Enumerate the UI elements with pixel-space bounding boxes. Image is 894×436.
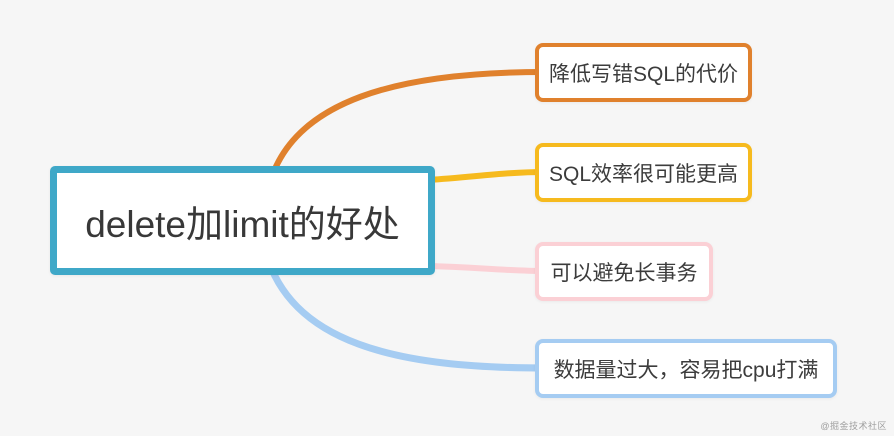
branch-node-label: 降低写错SQL的代价: [548, 62, 739, 86]
branch-node-avoid-long-transaction[interactable]: 可以避免长事务: [535, 242, 713, 301]
connector-branch-1: [263, 69, 548, 203]
branch-node-label: 可以避免长事务: [550, 261, 698, 285]
branch-node-label: SQL效率很可能更高: [548, 162, 739, 186]
connector-branch-3: [425, 263, 548, 274]
branch-node-sql-efficiency[interactable]: SQL效率很可能更高: [535, 143, 752, 202]
root-node-label: delete加limit的好处: [85, 203, 400, 245]
branch-node-cpu-overload[interactable]: 数据量过大，容易把cpu打满: [535, 339, 837, 398]
connector-branch-2: [425, 169, 548, 183]
root-node[interactable]: delete加limit的好处: [50, 166, 435, 275]
branch-node-lower-sql-mistake-cost[interactable]: 降低写错SQL的代价: [535, 43, 752, 102]
watermark: @掘金技术社区: [820, 421, 887, 431]
connector-branch-4: [260, 241, 549, 372]
branch-node-label: 数据量过大，容易把cpu打满: [553, 358, 819, 382]
